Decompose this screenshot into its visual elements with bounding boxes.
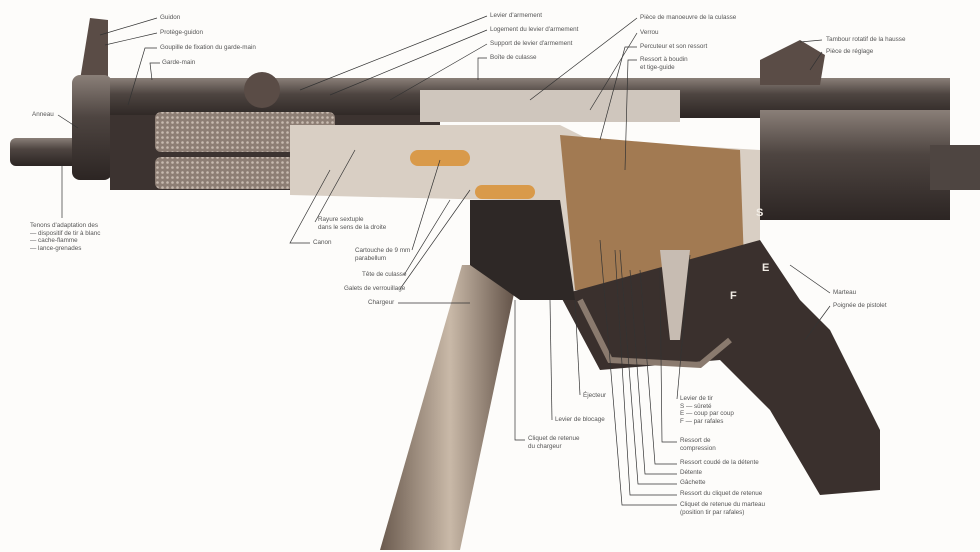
label-protege-guidon: Protège-guidon bbox=[160, 29, 204, 36]
label-support-levier: Support de levier d'armement bbox=[490, 40, 573, 47]
leader-lines bbox=[57, 15, 831, 506]
magazine-well bbox=[470, 200, 575, 300]
label-levier-blocage: Levier de blocage bbox=[555, 416, 605, 423]
label-chargeur: Chargeur bbox=[368, 299, 395, 306]
cocking-handle bbox=[244, 72, 280, 108]
selector-mark-f: F bbox=[730, 290, 737, 302]
label-line: compression bbox=[680, 444, 716, 452]
label-line: S — sûreté bbox=[680, 402, 712, 410]
selector-mark-s: S bbox=[756, 207, 764, 219]
cartridge bbox=[410, 150, 470, 166]
label-line: et tige-guide bbox=[640, 63, 675, 71]
label-levier-armement: Levier d'armement bbox=[490, 12, 542, 19]
trigger bbox=[660, 250, 690, 340]
label-ressort-cliquet: Ressort du cliquet de retenue bbox=[680, 490, 763, 497]
label-line: dans le sens de la droite bbox=[318, 223, 387, 231]
label-canon: Canon bbox=[313, 239, 332, 246]
trigger-guard bbox=[577, 298, 732, 369]
handguard-lower bbox=[155, 157, 295, 189]
label-ejecteur: Éjecteur bbox=[583, 392, 607, 399]
label-line: Levier de tir bbox=[680, 395, 713, 402]
selector-mark-e: E bbox=[762, 262, 770, 274]
label-anneau: Anneau bbox=[32, 111, 54, 118]
magazine bbox=[380, 265, 520, 550]
label-line: (position tir par rafales) bbox=[680, 508, 745, 516]
label-verrou: Verrou bbox=[640, 29, 659, 36]
label-detente: Détente bbox=[680, 469, 703, 476]
label-poignee: Poignée de pistolet bbox=[833, 302, 887, 309]
label-line: Ressort à boudin bbox=[640, 56, 688, 63]
label-line: Cartouche de 9 mm bbox=[355, 247, 411, 254]
label-tete-culasse: Tête de culasse bbox=[362, 271, 407, 278]
label-line: parabellum bbox=[355, 254, 387, 262]
label-garde-main: Garde-main bbox=[162, 59, 196, 66]
label-line: Tenons d'adaptation des bbox=[30, 222, 99, 229]
label-line: Ressort de bbox=[680, 437, 711, 444]
label-line: E — coup par coup bbox=[680, 410, 734, 417]
label-ressort-coude: Ressort coudé de la détente bbox=[680, 459, 759, 466]
label-gachette: Gâchette bbox=[680, 479, 706, 486]
label-percuteur: Percuteur et son ressort bbox=[640, 43, 708, 50]
barrel-muzzle bbox=[10, 138, 90, 166]
label-cliquet-marteau: Cliquet de retenue du marteau(position t… bbox=[680, 501, 765, 516]
label-tambour: Tambour rotatif de la hausse bbox=[826, 36, 906, 43]
label-line: — dispositif de tir à blanc bbox=[30, 229, 101, 237]
label-marteau: Marteau bbox=[833, 289, 857, 296]
label-line: du chargeur bbox=[528, 442, 562, 450]
rear-sight-drum bbox=[760, 40, 825, 85]
label-piece-manoeuvre: Pièce de manoeuvre de la culasse bbox=[640, 14, 737, 21]
label-tenons: Tenons d'adaptation des— dispositif de t… bbox=[30, 222, 100, 252]
label-galets: Galets de verrouillage bbox=[344, 285, 406, 292]
label-line: F — par rafales bbox=[680, 417, 724, 425]
label-goupille: Goupille de fixation du garde-main bbox=[160, 44, 256, 51]
stock-mount bbox=[930, 145, 980, 190]
label-line: Rayure sextuple bbox=[318, 216, 364, 223]
label-piece-reglage: Pièce de réglage bbox=[826, 48, 874, 55]
label-line: Cliquet de retenue bbox=[528, 435, 580, 442]
label-guidon: Guidon bbox=[160, 14, 181, 21]
front-sight bbox=[80, 18, 108, 80]
label-boite-culasse: Boîte de culasse bbox=[490, 54, 537, 61]
label-line: Cliquet de retenue du marteau bbox=[680, 501, 766, 508]
label-logement-levier: Logement du levier d'armement bbox=[490, 26, 579, 33]
label-line: — cache-flamme bbox=[30, 237, 78, 244]
label-line: — lance-grenades bbox=[30, 244, 82, 252]
pistol-grip bbox=[560, 240, 880, 495]
